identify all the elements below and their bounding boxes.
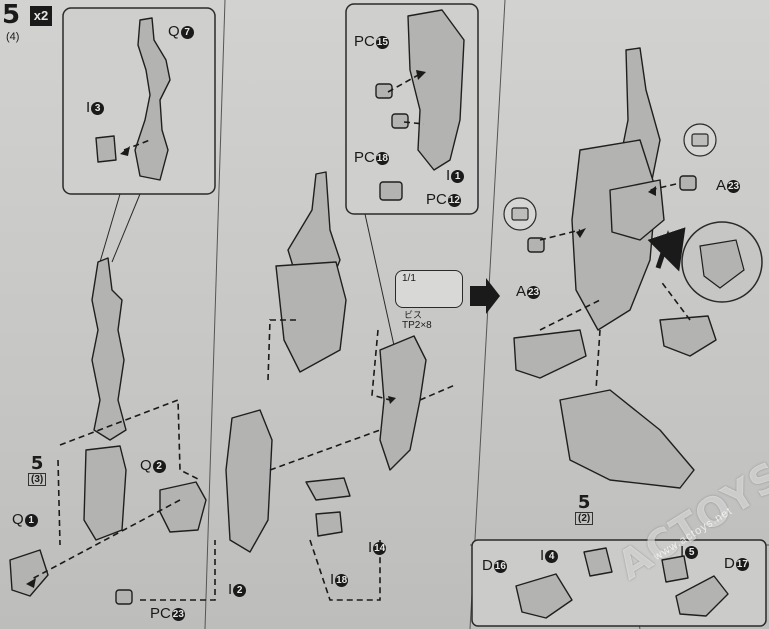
step-sub-label: (4)	[6, 31, 20, 43]
part-i4	[583, 547, 613, 577]
step-multiplier: x2	[30, 6, 52, 26]
part-pc15	[375, 83, 393, 99]
part-q7-frame	[134, 17, 171, 181]
part-d17	[675, 575, 729, 617]
ref-step-left: 5 (3)	[28, 455, 47, 486]
part-a23-top	[679, 175, 697, 191]
ref-step-right: 5 (2)	[575, 494, 594, 525]
part-right-lower	[559, 389, 695, 489]
part-i1-callout	[407, 9, 465, 171]
hint-bubbles	[503, 123, 717, 231]
part-i18	[315, 511, 343, 537]
part-q1	[9, 549, 49, 597]
screw-callout-box	[395, 270, 463, 308]
part-i14	[305, 477, 351, 501]
part-right-right-plate	[659, 315, 717, 357]
part-i2	[225, 409, 273, 553]
screw-spec-label: TP2×8	[402, 320, 432, 331]
part-d16	[515, 573, 573, 619]
part-q2	[159, 481, 207, 533]
screw-name-label: ビス	[404, 310, 423, 320]
part-i5	[661, 555, 689, 583]
part-i3	[95, 135, 117, 163]
assembly-guide-lines	[29, 73, 691, 601]
part-a23-left	[527, 237, 545, 253]
step-number: 5	[2, 0, 21, 30]
part-middle-body	[275, 261, 347, 373]
part-i1-frame	[379, 335, 427, 471]
part-pc23	[115, 589, 133, 605]
part-pc18	[391, 113, 409, 129]
part-left-frame	[91, 257, 127, 441]
parts	[9, 9, 729, 619]
part-right-left-plate	[513, 329, 587, 379]
screw-scale-label: 1/1	[402, 273, 416, 284]
part-left-body	[83, 445, 127, 541]
zoom-detail-circle	[647, 221, 763, 303]
next-step-arrow	[470, 278, 500, 314]
arrow-heads	[26, 70, 656, 588]
part-pc12	[379, 181, 403, 201]
